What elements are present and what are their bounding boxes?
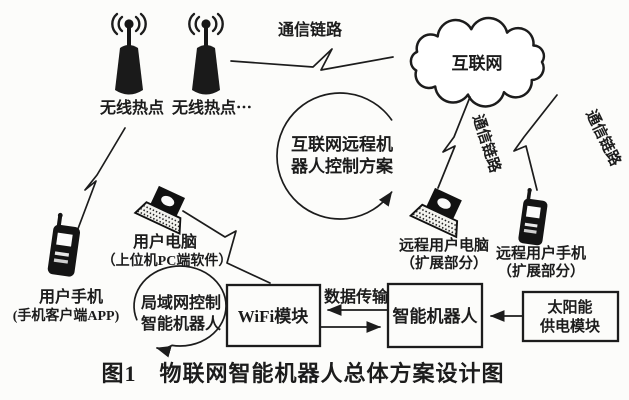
hotspot2-label: 无线热点⋯ xyxy=(171,98,252,117)
remote-laptop-icon xyxy=(409,182,473,238)
user-phone-icon xyxy=(47,212,83,278)
internet-label: 互联网 xyxy=(452,54,503,73)
comm-link-remotepc-label: 通信链路 xyxy=(469,112,505,176)
user-phone-sublabel: (手机客户端APP) xyxy=(13,307,120,324)
lan-loop-line1: 局域网控制 xyxy=(141,293,221,312)
lan-control-loop: 局域网控制 智能机器人 xyxy=(133,265,227,358)
remote-phone-sublabel: （扩展部分） xyxy=(498,262,585,280)
wifi-module-box xyxy=(225,283,322,348)
data-transfer-label: 数据传输 xyxy=(324,287,389,306)
link-internet-remotepc xyxy=(437,96,471,189)
link-userpc-wifi xyxy=(182,210,271,284)
loop-text-line1: 互联网远程机 xyxy=(291,134,393,154)
loop-text-line2: 器人控制方案 xyxy=(290,156,394,176)
user-pc-sublabel: （上位机PC端软件） xyxy=(102,252,233,269)
hotspot1-label: 无线热点 xyxy=(99,98,164,117)
user-laptop-icon xyxy=(134,180,196,235)
internet-remote-loop: 互联网远程机 器人控制方案 xyxy=(276,92,394,220)
robot-box xyxy=(386,282,484,349)
remote-pc-sublabel: （扩展部分） xyxy=(401,254,488,272)
robot-label: 智能机器人 xyxy=(393,306,479,326)
solar-label-line2: 供电模块 xyxy=(539,317,601,335)
wifi-antenna-icon xyxy=(111,12,147,96)
wifi-antenna-icon xyxy=(188,12,224,96)
internet-cloud: 互联网 xyxy=(409,16,546,108)
comm-link-top-label: 通信链路 xyxy=(278,20,343,39)
link-internet-remotephone xyxy=(513,94,558,191)
link-hotspot-internet xyxy=(230,48,394,71)
remote-pc-label: 远程用户电脑 xyxy=(399,236,489,254)
lan-loop-line2: 智能机器人 xyxy=(141,314,222,333)
remote-phone-icon xyxy=(517,187,550,246)
link-hotspot-userphone xyxy=(75,127,126,235)
cloud-shape xyxy=(409,16,546,108)
loop-arrow-circle xyxy=(276,92,393,220)
comm-link-remotephone-label: 通信链路 xyxy=(582,107,625,170)
wifi-module-label: WiFi模块 xyxy=(238,306,310,326)
solar-label-line1: 太阳能 xyxy=(547,298,592,316)
user-phone-label: 用户手机 xyxy=(39,287,103,306)
user-pc-label: 用户电脑 xyxy=(133,232,197,251)
lan-loop-arrow-circle xyxy=(133,265,227,358)
remote-phone-label: 远程用户手机 xyxy=(496,244,586,262)
figure-caption: 图1 物联网智能机器人总体方案设计图 xyxy=(101,361,504,386)
